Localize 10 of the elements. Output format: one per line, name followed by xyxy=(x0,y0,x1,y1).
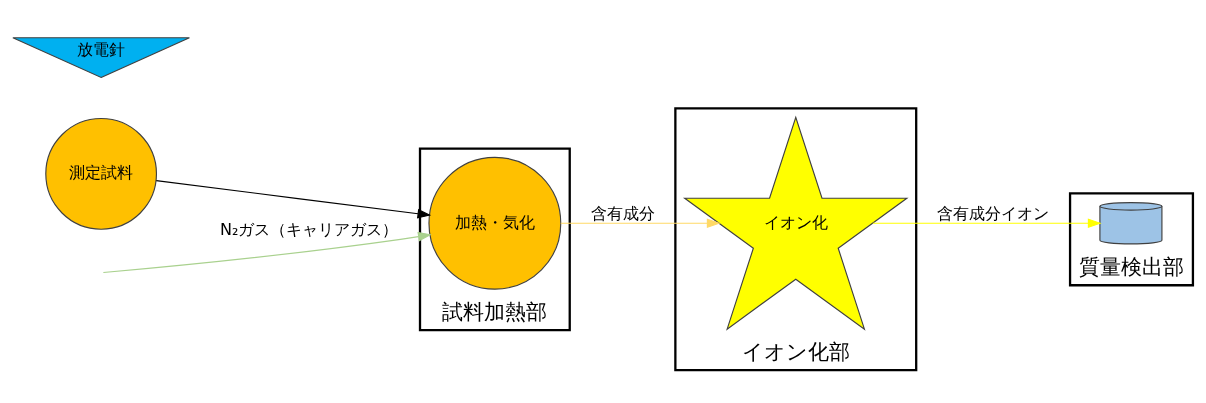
arrow xyxy=(560,217,721,228)
cluster: 質量検出部 xyxy=(1068,191,1195,286)
edge-label: N₂ガス（キャリアガス） xyxy=(219,219,399,239)
node-circle: 加熱・気化 xyxy=(428,156,562,290)
arrow xyxy=(872,217,1102,228)
arrow xyxy=(102,231,432,273)
edge-label: 含有成分 xyxy=(590,203,655,223)
edge-label: 含有成分イオン xyxy=(937,203,1050,223)
arrow xyxy=(155,179,432,218)
node-circle: 測定試料 xyxy=(45,117,158,230)
